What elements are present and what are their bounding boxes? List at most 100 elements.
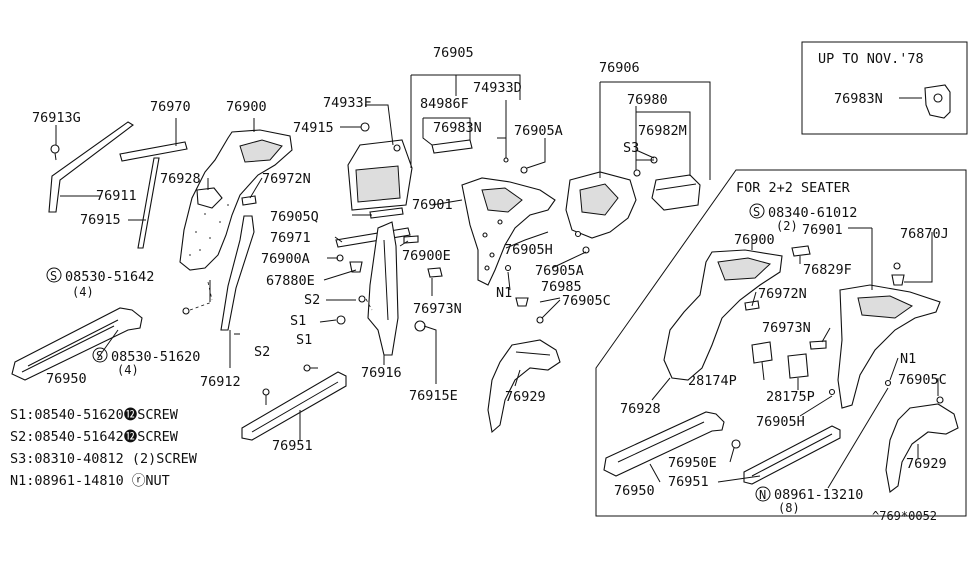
circled-s-marker-3: S [749,203,765,219]
label-76905q: 76905Q [270,209,319,225]
inset-top-title: UP TO NOV.'78 [818,51,924,67]
label-76905h-b: 76905H [756,414,805,430]
label-76900e: 76900E [402,248,451,264]
label-76911: 76911 [96,188,137,204]
panel-76900-inset-window [717,257,771,281]
label-76929-a: 76929 [505,389,546,405]
grommet-76915e [414,320,426,332]
svg-text:N: N [759,488,766,502]
inset-2plus2-seater: FOR 2+2 SEATER S 08340-61012 (2) 76900 7… [595,169,967,517]
clip-76870j-inset [891,262,905,286]
panel-76901-holes [482,219,503,271]
label-76906: 76906 [599,60,640,76]
clip-76900a [336,254,363,273]
svg-text:S: S [96,349,103,363]
label-76829f: 76829F [803,262,852,278]
legend-s1: S1:08540-51620⓬SCREW [10,407,179,423]
screw-s1-a [336,315,346,325]
screw-legend: S1:08540-51620⓬SCREW S2:08540-51642⓬SCRE… [10,407,198,489]
label-76915e: 76915E [409,388,458,404]
sill-76950-rib [27,319,119,367]
leader-lines [55,74,711,440]
screw-74933f [393,144,401,152]
clip-76905c-inset [936,396,944,404]
plate-28175p [787,353,809,379]
label-08340-61012: 08340-61012 [768,205,857,221]
label-76950e: 76950E [668,455,717,471]
panel-76900 [179,129,293,271]
clip-76905a-upper [520,166,528,174]
label-76950-a: 76950 [46,371,87,387]
strip-76905q [369,207,404,219]
block-76980 [651,174,701,211]
label-84986f: 84986F [420,96,469,112]
label-76905c-b: 76905C [898,372,947,388]
label-76951-b: 76951 [668,474,709,490]
label-76980: 76980 [627,92,668,108]
clip-76905h-inset [828,388,836,396]
clip-74915 [360,122,370,132]
label-76928-b: 76928 [620,401,661,417]
label-76905a-a: 76905A [514,123,563,139]
pillar-76916-edge [383,239,389,321]
inset-up-to-nov-78: UP TO NOV.'78 76983N [801,41,968,135]
label-76951-a: 76951 [272,438,313,454]
label-n1-b: N1 [900,351,916,367]
nut-n1-a [504,264,512,272]
label-28175p: 28175P [766,389,815,405]
label-76900-a: 76900 [226,99,267,115]
label-67880e: 67880E [266,273,315,289]
clip-76973n-inset [809,340,827,350]
circled-s-marker-2: S [92,347,108,363]
screw-s2-b [262,388,270,405]
legend-s2: S2:08540-51642⓬SCREW [10,429,179,445]
label-76983n-a: 76983N [433,120,482,136]
housing-76929-rib [515,351,551,356]
screw-s1-b [303,364,318,372]
panel-76901-window [481,187,523,213]
plate-76951-rib [251,381,339,433]
svg-text:S: S [50,269,57,283]
label-76972n-b: 76972N [758,286,807,302]
clip-76829f-inset [791,245,811,257]
label-s2-b: S2 [254,344,270,360]
label-n1-a: N1 [496,285,512,301]
legend-n1: N1:08961-14810 ⓡNUT [10,473,170,489]
label-s1-a: S1 [290,313,306,329]
label-qty8: (8) [778,501,800,515]
label-76982m: 76982M [638,123,687,139]
label-76905a-b: 76905A [535,263,584,279]
label-76900-b: 76900 [734,232,775,248]
grommet-76985 [515,297,529,307]
inset-top-part: 76983N [834,91,883,107]
label-76915: 76915 [80,212,121,228]
label-qty4-a: (4) [72,285,94,299]
legend-s3: S3:08310-40812 (2)SCREW [10,451,198,467]
pillar-76916 [367,221,399,356]
panel-76901-inset-window [857,295,914,319]
label-28174p: 28174P [688,373,737,389]
sill-76950-rib2 [21,325,115,373]
screw-group-08530-51620 [182,301,213,315]
housing-76929 [487,339,561,434]
label-76928-a: 76928 [160,171,201,187]
trim-76911 [48,121,134,213]
screw-s2-a [358,295,366,303]
circled-n-marker: N [755,486,771,502]
label-s1-b: S1 [296,332,312,348]
label-76972n-a: 76972N [262,171,311,187]
trim-76915 [137,157,160,249]
frame-76905q-opening [355,165,401,203]
label-08530-51620: 08530-51620 [111,349,200,365]
label-s3: S3 [623,140,639,156]
label-76901-a: 76901 [412,197,453,213]
label-76971: 76971 [270,230,311,246]
panel-76901 [461,177,556,286]
label-76905: 76905 [433,45,474,61]
label-76985: 76985 [541,279,582,295]
label-76929-b: 76929 [906,456,947,472]
label-s2-a: S2 [304,292,320,308]
label-76912: 76912 [200,374,241,390]
panel-76901-inset [837,284,941,409]
